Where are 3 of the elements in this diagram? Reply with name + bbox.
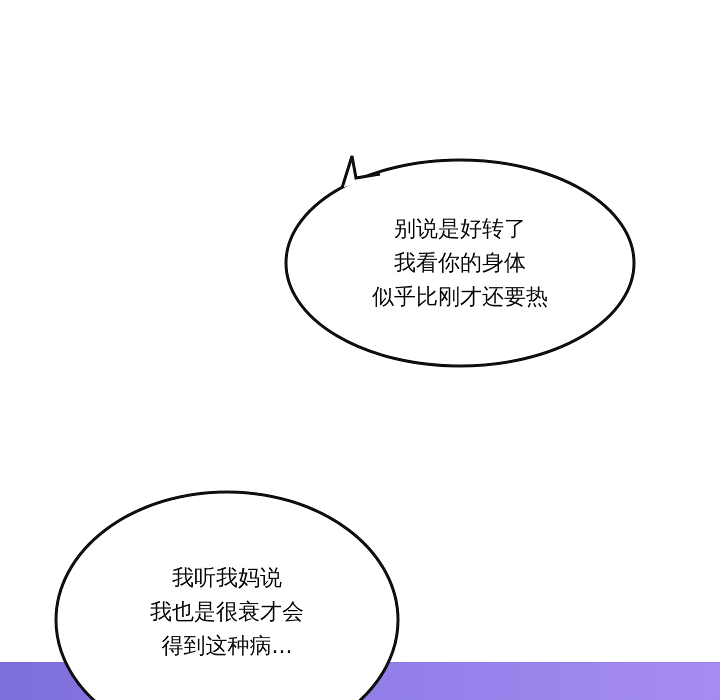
dialogue-text: 我听我妈说我也是很衰才会得到这种病... (149, 565, 305, 661)
speech-bubble (54, 490, 400, 700)
dialogue-text: 别说是好转了我看你的身体似乎比刚才还要热 (371, 216, 549, 312)
